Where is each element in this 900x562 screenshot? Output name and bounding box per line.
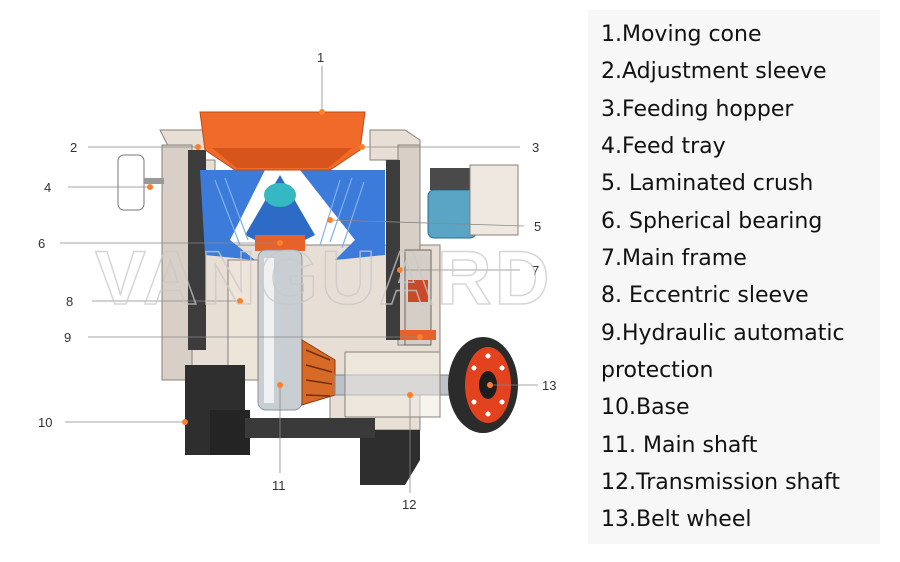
base-right-leg (360, 430, 420, 485)
callout-12: 12 (402, 497, 416, 512)
callout-1: 1 (317, 50, 324, 65)
callout-3: 3 (532, 140, 539, 155)
legend-item: 2.Adjustment sleeve (601, 59, 827, 84)
right-bracket (469, 164, 519, 236)
legend-item: 4.Feed tray (601, 134, 726, 159)
belt-wheel-bolts (471, 353, 505, 417)
accumulator-pipe (144, 178, 164, 184)
bowl-liner (200, 170, 265, 260)
legend-item: 8. Eccentric sleeve (601, 283, 809, 308)
callout-9: 9 (64, 330, 71, 345)
callout-4: 4 (44, 180, 51, 195)
legend-item: 7.Main frame (601, 246, 747, 271)
liner-ribs (214, 177, 365, 249)
gear-teeth (305, 349, 333, 397)
accumulator (117, 154, 145, 211)
callout-5: 5 (534, 219, 541, 234)
callout-8: 8 (66, 294, 73, 309)
left-wall (161, 144, 193, 381)
legend-item: protection (601, 358, 714, 383)
adjust-motor (427, 189, 477, 239)
base-frame-front (210, 410, 250, 455)
callout-6: 6 (38, 236, 45, 251)
transmission-housing (344, 351, 441, 418)
hopper-inner (212, 148, 352, 168)
legend-item: 13.Belt wheel (601, 507, 752, 532)
callout-2: 2 (70, 140, 77, 155)
legend-item: 11. Main shaft (601, 433, 758, 458)
eccentric-sleeve (227, 259, 259, 381)
cone-cap (264, 183, 296, 207)
callout-dots (147, 109, 493, 425)
hydraulic-red (408, 280, 428, 302)
callout-10: 10 (38, 415, 52, 430)
mantle (245, 175, 315, 245)
crusher-illustration (117, 111, 519, 485)
legend-item: 12.Transmission shaft (601, 470, 840, 495)
parts-legend: 1.Moving cone 2.Adjustment sleeve 3.Feed… (588, 10, 880, 544)
legend-item: 6. Spherical bearing (601, 209, 823, 234)
leader-lines (60, 66, 538, 493)
adjust-gear (430, 168, 474, 190)
left-wall-dark (188, 150, 206, 350)
bowl-liner-right (300, 170, 385, 260)
callout-11: 11 (272, 478, 286, 493)
cone-crusher-diagram: 1 2 3 4 5 6 7 8 9 10 11 12 13 (38, 50, 556, 512)
callout-13: 13 (542, 378, 556, 393)
callout-7: 7 (532, 263, 539, 278)
legend-item: 3.Feeding hopper (601, 97, 794, 122)
legend-item: 10.Base (601, 395, 690, 420)
right-wall-dark (386, 160, 400, 340)
legend-item: 1.Moving cone (601, 22, 762, 47)
legend-item: 9.Hydraulic automatic (601, 321, 845, 346)
base-plate (245, 418, 375, 438)
legend-item: 5. Laminated crush (601, 171, 814, 196)
main-shaft-highlight (264, 258, 274, 403)
